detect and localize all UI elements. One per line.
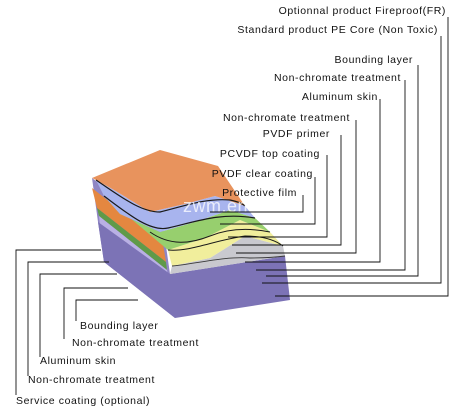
label-pe-core: Standard product PE Core (Non Toxic) (237, 24, 438, 36)
leader-pe-core (262, 36, 442, 284)
leader-service-coating (15, 249, 101, 395)
leader-bounding-layer-right (266, 65, 419, 277)
label-fireproof: Optionnal product Fireproof(FR) (279, 5, 446, 17)
peel-line-4 (167, 235, 284, 251)
end-stripe-green (97, 208, 167, 270)
panel-illustration (92, 150, 290, 318)
leader-fireproof (275, 17, 449, 297)
right-leader-lines (210, 17, 449, 297)
label-bounding-layer-right: Bounding layer (335, 54, 413, 66)
leader-pvdf-clear (220, 177, 316, 225)
leader-pcvdf-top (228, 155, 328, 238)
leader-non-chromate-left-1 (63, 287, 128, 339)
label-non-chromate-right-2: Non-chromate treatment (223, 112, 350, 124)
left-leader-lines (15, 249, 138, 395)
peel-line-5 (171, 255, 286, 267)
leader-non-chromate-right-1 (256, 80, 406, 271)
leader-protective-film (210, 195, 304, 213)
watermark: zwm.en.alibaba.com (183, 196, 356, 216)
left-labels: Bounding layer Non-chromate treatment Al… (16, 320, 199, 407)
primer-layer (168, 220, 283, 266)
peel-line-3 (149, 228, 271, 243)
end-stripe-orange (92, 188, 166, 262)
core-layer (98, 222, 290, 318)
protective-film-layer (92, 150, 245, 212)
aluminum-skin-layer (170, 236, 285, 274)
label-non-chromate-left-2: Non-chromate treatment (28, 374, 155, 386)
label-service-coating: Service coating (optional) (16, 395, 150, 407)
label-protective-film: Protective film (222, 187, 297, 199)
leader-bounding-layer-left (75, 299, 138, 321)
label-aluminum-skin-left: Aluminum skin (40, 355, 116, 367)
leader-pvdf-primer (232, 135, 342, 246)
right-labels: Optionnal product Fireproof(FR) Standard… (212, 5, 446, 199)
leader-aluminum-skin-right (245, 99, 381, 263)
peel-line-2 (103, 195, 256, 230)
leader-non-chromate-left-2 (27, 261, 109, 376)
label-aluminum-skin-right: Aluminum skin (302, 91, 378, 103)
label-non-chromate-right-1: Non-chromate treatment (274, 72, 401, 84)
label-bounding-layer-left: Bounding layer (80, 320, 158, 332)
leader-aluminum-skin-left (39, 273, 117, 357)
top-coating-layer (104, 196, 270, 250)
peel-line-1 (95, 179, 246, 213)
label-pvdf-primer: PVDF primer (263, 128, 330, 140)
label-pcvdf-top-coating: PCVDF top coating (220, 148, 320, 160)
leader-non-chromate-right-2 (236, 120, 357, 254)
label-non-chromate-left-1: Non-chromate treatment (72, 337, 199, 349)
label-pvdf-clear-coating: PVDF clear coating (212, 168, 313, 180)
